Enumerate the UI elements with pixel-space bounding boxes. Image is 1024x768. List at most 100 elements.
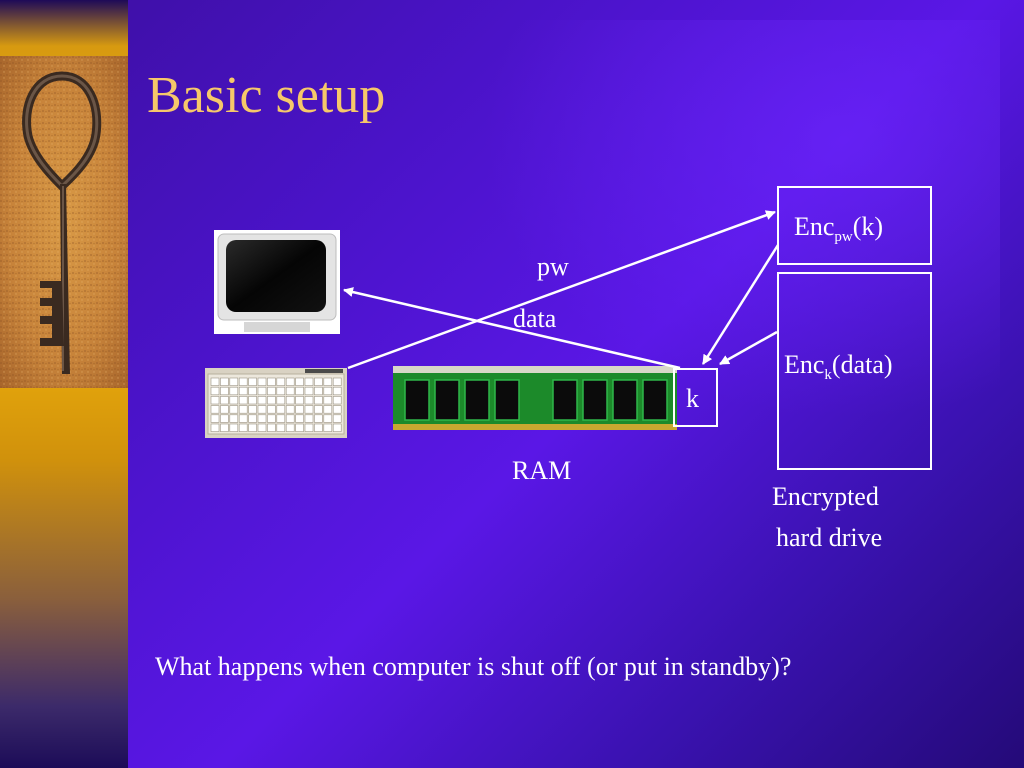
keyboard-key: [267, 377, 276, 386]
keyboard-key: [257, 396, 267, 405]
keyboard-key: [238, 386, 248, 396]
keyboard-key: [210, 386, 220, 396]
keyboard-key: [285, 405, 295, 414]
keyboard-key: [314, 423, 323, 432]
drive-caption-line1: Encrypted: [772, 482, 879, 511]
keyboard-key: [238, 396, 248, 405]
enc-k-data-sub: k: [824, 367, 832, 384]
keyboard-key: [332, 405, 342, 414]
keyboard-icon: [205, 368, 347, 438]
keyboard-key: [267, 396, 276, 405]
keyboard-key: [276, 405, 286, 414]
keyboard-key: [314, 405, 323, 414]
keyboard-key: [229, 377, 239, 386]
question-text: What happens when computer is shut off (…: [155, 652, 792, 681]
keyboard-key: [220, 396, 229, 405]
keyboard-key: [210, 377, 220, 386]
enc-pw-k-sub: pw: [834, 229, 853, 246]
keyboard-key: [276, 414, 286, 423]
keyboard-key: [229, 386, 239, 396]
keyboard-key: [248, 386, 257, 396]
monitor-icon: [214, 230, 340, 334]
keyboard-key: [323, 414, 333, 423]
ram-module-icon: [393, 366, 677, 430]
keyboard-key: [276, 377, 286, 386]
enc-pw-k-box: [777, 186, 932, 265]
keyboard-key: [229, 423, 239, 432]
keyboard-key: [257, 405, 267, 414]
keyboard-key: [210, 423, 220, 432]
drive-caption-line2: hard drive: [776, 523, 883, 552]
keyboard-key: [220, 414, 229, 423]
keyboard-key: [238, 377, 248, 386]
keyboard-key: [248, 405, 257, 414]
keyboard-key: [323, 386, 333, 396]
enc-pw-k-label: Encpw(k): [794, 212, 884, 245]
keyboard-key: [285, 377, 295, 386]
keyboard-key: [257, 414, 267, 423]
keyboard-key: [267, 405, 276, 414]
keyboard-key: [285, 423, 295, 432]
keyboard-key: [257, 386, 267, 396]
keyboard-key: [257, 423, 267, 432]
keyboard-key: [304, 414, 314, 423]
keyboard-key: [229, 414, 239, 423]
keyboard-key: [220, 377, 229, 386]
keyboard-key: [220, 405, 229, 414]
keyboard-key: [276, 423, 286, 432]
pw-label: pw: [537, 252, 569, 281]
keyboard-key: [304, 377, 314, 386]
keyboard-key: [323, 396, 333, 405]
keyboard-key: [248, 423, 257, 432]
keyboard-key: [295, 377, 304, 386]
keyboard-key: [332, 414, 342, 423]
keyboard-key: [276, 386, 286, 396]
keyboard-key: [323, 405, 333, 414]
keyboard-key: [210, 414, 220, 423]
keyboard-key: [276, 396, 286, 405]
keyboard-key: [267, 386, 276, 396]
arrow-enc-data-to-k: [719, 330, 778, 366]
ram-chip: [464, 379, 490, 421]
ram-chip: [582, 379, 608, 421]
enc-k-data-main: Enc: [784, 350, 825, 379]
enc-k-data-arg: (data): [831, 350, 893, 379]
slide-title: Basic setup: [147, 67, 386, 124]
keyboard-key: [332, 377, 342, 386]
keyboard-key: [314, 386, 323, 396]
keyboard-key: [295, 423, 304, 432]
keyboard-key: [332, 423, 342, 432]
keyboard-key: [332, 386, 342, 396]
ram-chip: [552, 379, 578, 421]
keyboard-key: [210, 396, 220, 405]
keyboard-key: [238, 414, 248, 423]
arrow-keyboard-to-enc-pw: [347, 210, 776, 370]
keyboard-key: [220, 386, 229, 396]
keyboard-key: [220, 423, 229, 432]
ram-chip: [612, 379, 638, 421]
keyboard-key: [285, 396, 295, 405]
keyboard-key: [238, 423, 248, 432]
keyboard-key: [295, 386, 304, 396]
keyboard-key: [210, 405, 220, 414]
keyboard-key: [295, 414, 304, 423]
ram-chip: [494, 379, 520, 421]
key-k-box: [673, 368, 718, 427]
keyboard-key: [295, 396, 304, 405]
keyboard-key: [304, 405, 314, 414]
keyboard-key: [238, 405, 248, 414]
arrow-enc-pw-to-k: [701, 244, 780, 365]
keyboard-key: [332, 396, 342, 405]
key-icon: [0, 56, 128, 388]
keyboard-key: [248, 396, 257, 405]
keyboard-key: [304, 386, 314, 396]
ram-chip: [642, 379, 668, 421]
keyboard-key: [257, 377, 267, 386]
keyboard-key: [285, 414, 295, 423]
ram-label: RAM: [512, 456, 572, 485]
keyboard-key: [295, 405, 304, 414]
keyboard-key: [314, 414, 323, 423]
enc-pw-k-arg: (k): [852, 212, 884, 241]
